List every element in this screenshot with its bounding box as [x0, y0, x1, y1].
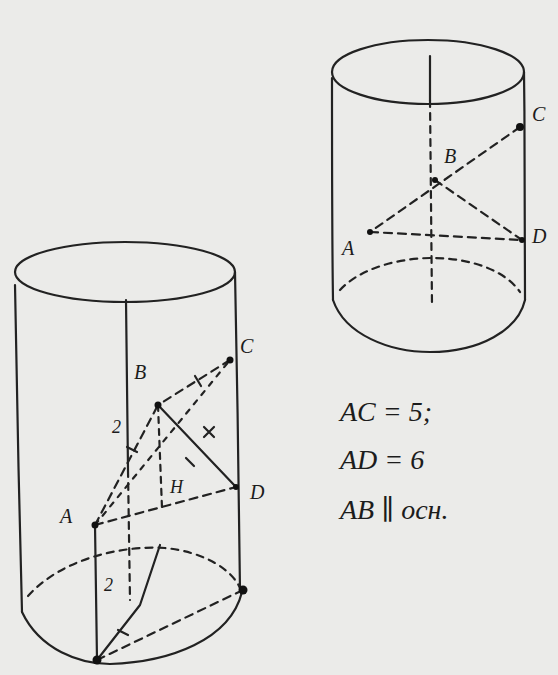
length-label: 2 [104, 576, 113, 594]
segment-ab [95, 405, 158, 525]
point-dot [233, 484, 239, 490]
point-label: B [134, 362, 146, 382]
segment-ac [95, 360, 230, 525]
top-ellipse [15, 242, 235, 302]
point-dot [432, 177, 438, 183]
segment-cb [158, 360, 230, 405]
base-chord [97, 545, 160, 660]
note-text: AD = 6 [340, 446, 424, 474]
height-bh [158, 405, 162, 508]
point-dot [519, 237, 525, 243]
cylinder-side [15, 285, 22, 612]
segment-ac [370, 127, 520, 232]
bottom-back-arc [340, 258, 520, 292]
point-dot [367, 229, 373, 235]
point-dot [516, 123, 524, 131]
cylinder-side [524, 72, 525, 300]
point-label: D [250, 482, 264, 502]
point-label: H [170, 478, 183, 496]
segment-bd [435, 180, 522, 240]
axis [430, 100, 432, 305]
bottom-arc [333, 300, 525, 352]
point-dot [227, 357, 234, 364]
point-label: C [532, 104, 545, 124]
length-label: 2 [112, 418, 121, 436]
bottom-arc [22, 592, 242, 664]
point-dot [239, 586, 248, 595]
point-label: D [532, 226, 546, 246]
tick-mark [204, 427, 214, 437]
tick-mark [195, 376, 201, 386]
bottom-back-arc [28, 548, 240, 596]
point-dot [93, 656, 102, 665]
point-dot [155, 402, 162, 409]
tick-mark [127, 447, 137, 452]
point-label: B [444, 146, 456, 166]
base-chord [97, 590, 243, 660]
segment-ad [95, 487, 236, 525]
axis [126, 300, 128, 470]
axis [128, 470, 130, 600]
generator [95, 525, 97, 660]
axis [429, 56, 431, 100]
point-label: A [342, 238, 354, 258]
point-label: C [240, 336, 253, 356]
note-text: AC = 5; [340, 398, 432, 426]
top-ellipse [332, 40, 524, 104]
note-text: AB ∥ осн. [340, 496, 448, 524]
point-dot [92, 522, 99, 529]
segment-bd [158, 405, 236, 487]
segment-ad [370, 232, 522, 240]
tick-mark [186, 458, 194, 466]
cylinder-side [332, 78, 333, 300]
cylinder-side [235, 272, 240, 590]
point-label: A [60, 506, 72, 526]
tick-mark [118, 630, 128, 635]
